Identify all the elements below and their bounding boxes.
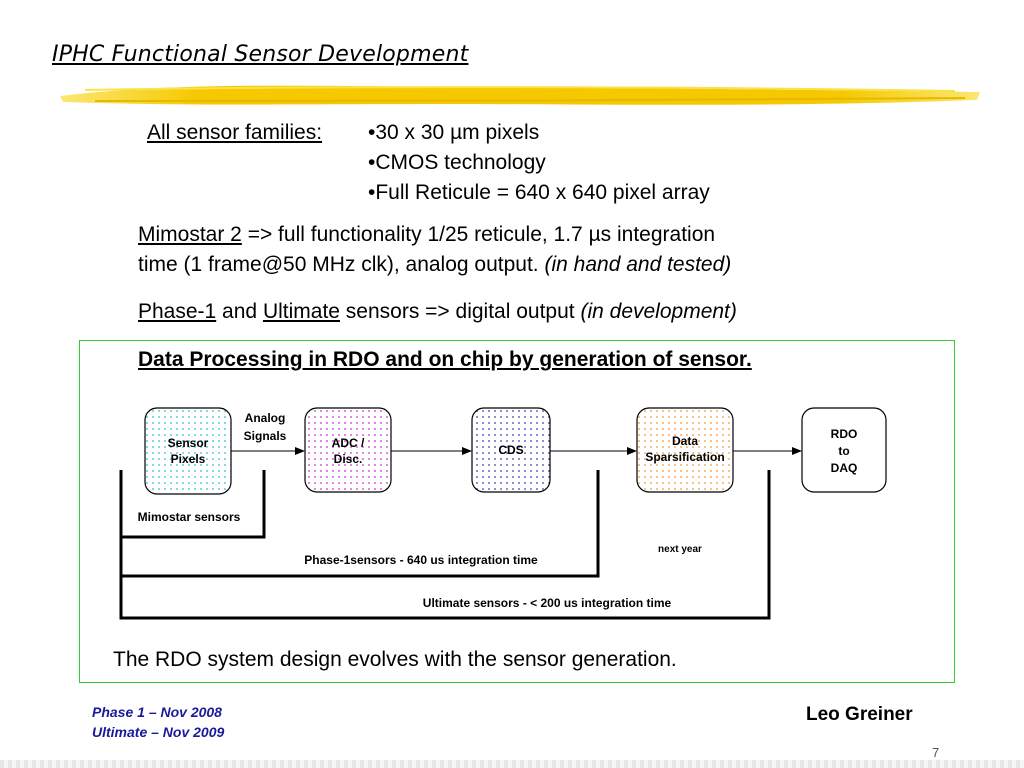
families-item: •30 x 30 µm pixels	[368, 121, 540, 144]
families-list: •30 x 30 µm pixels •CMOS technology •Ful…	[368, 118, 710, 208]
mimostar-paragraph: Mimostar 2 => full functionality 1/25 re…	[138, 220, 731, 280]
footer-dates: Phase 1 – Nov 2008 Ultimate – Nov 2009	[92, 702, 224, 742]
mimostar-name: Mimostar 2	[138, 223, 242, 246]
adc-label-line2: Disc.	[334, 452, 363, 466]
cds-label: CDS	[498, 443, 523, 457]
rdo-to-daq-block: RDO to DAQ	[801, 407, 887, 493]
sparsification-label-line2: Sparsification	[645, 450, 724, 464]
diagram-frame	[79, 340, 955, 683]
sensor-label-line2: Pixels	[171, 452, 206, 466]
sensor-pixels-block: Sensor Pixels	[144, 407, 232, 495]
adc-label-line1: ADC /	[332, 436, 365, 450]
analog-signals-line2: Signals	[244, 429, 287, 443]
phase1-bracket-label: Phase-1sensors - 640 us integration time	[304, 553, 538, 567]
analog-signals-line1: Analog	[245, 411, 286, 425]
data-sparsification-block: Data Sparsification	[636, 407, 734, 493]
rdo-label-line1: RDO	[831, 427, 858, 441]
slide-title: IPHC Functional Sensor Development	[52, 42, 469, 67]
sparsification-label-line1: Data	[672, 434, 698, 448]
phase1-name: Phase-1	[138, 300, 217, 323]
phase-status: (in development)	[580, 300, 737, 323]
phase1-bracket	[119, 470, 600, 578]
phase-paragraph: Phase-1 and Ultimate sensors => digital …	[138, 297, 737, 327]
author-name: Leo Greiner	[806, 704, 913, 725]
rdo-label-line3: DAQ	[831, 461, 858, 475]
conclusion-text: The RDO system design evolves with the s…	[113, 648, 677, 671]
phase-rest: sensors => digital output	[339, 300, 581, 323]
mimostar-status: (in hand and tested)	[544, 253, 732, 276]
next-year-label: next year	[658, 544, 702, 555]
mimostar-bracket	[119, 470, 266, 539]
sensor-label-line1: Sensor	[168, 436, 209, 450]
rdo-label-line2: to	[838, 444, 849, 458]
adc-disc-block: ADC / Disc.	[304, 407, 392, 493]
ultimate-bracket-label: Ultimate sensors - < 200 us integration …	[423, 596, 672, 610]
mimostar-line2: time (1 frame@50 MHz clk), analog output…	[138, 253, 545, 276]
ultimate-bracket	[119, 470, 771, 620]
footer-strip	[0, 760, 1024, 768]
ultimate-date: Ultimate – Nov 2009	[92, 724, 225, 740]
diagram-heading: Data Processing in RDO and on chip by ge…	[138, 348, 752, 371]
mimostar-line1: => full functionality 1/25 reticule, 1.7…	[241, 223, 716, 246]
page-number: 7	[932, 745, 940, 760]
families-label: All sensor families:	[147, 121, 323, 144]
families-item: •Full Reticule = 640 x 640 pixel array	[368, 181, 710, 204]
title-highlight-stroke	[60, 85, 980, 105]
phase1-date: Phase 1 – Nov 2008	[92, 704, 222, 720]
cds-block: CDS	[471, 407, 551, 493]
ultimate-name: Ultimate	[262, 300, 340, 323]
mimostar-bracket-label: Mimostar sensors	[138, 510, 241, 524]
phase-and: and	[216, 300, 263, 323]
families-item: •CMOS technology	[368, 151, 546, 174]
